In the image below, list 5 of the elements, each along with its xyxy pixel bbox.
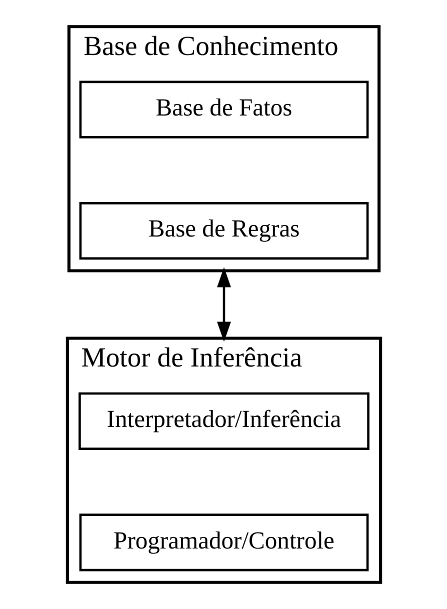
node-box: Base de Regras — [78, 202, 368, 260]
node-box: Base de Fatos — [78, 80, 368, 138]
node-box: Programador/Controle — [78, 514, 368, 572]
arrow — [216, 267, 230, 342]
node-box: Interpretador/Inferência — [78, 392, 369, 450]
